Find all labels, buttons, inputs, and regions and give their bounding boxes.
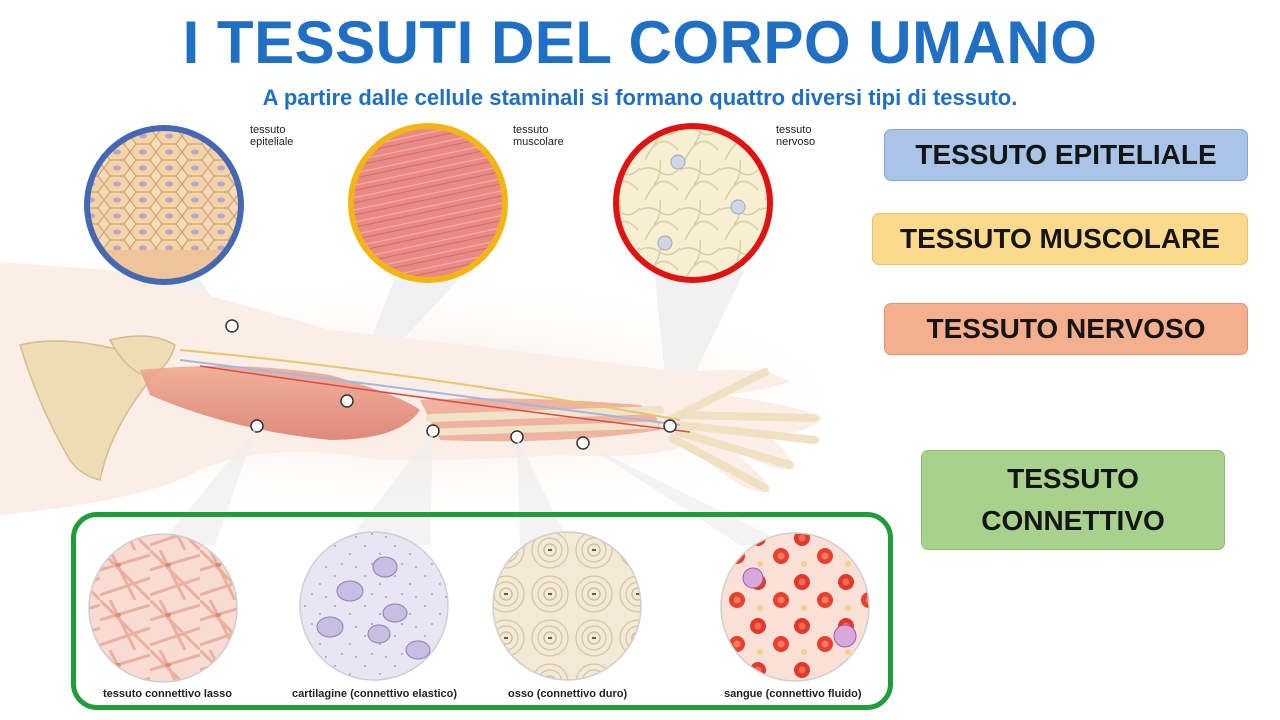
epithelial-caption: tessuto epiteliale [250, 124, 294, 148]
muscle-tissue-button[interactable]: TESSUTO MUSCOLARE [872, 213, 1248, 265]
cartilage-circle [299, 531, 449, 681]
epithelial-tissue-circle [84, 125, 244, 285]
connective-sample-label: osso (connettivo duro) [508, 688, 628, 700]
connective-sample-label: sangue (connettivo fluido) [724, 688, 862, 700]
connective-tissue-frame [71, 512, 893, 710]
muscle-caption: tessuto muscolare [513, 124, 564, 148]
nervous-tissue-button[interactable]: TESSUTO NERVOSO [884, 303, 1248, 355]
muscle-tissue-circle [348, 123, 508, 283]
connective-sample-label: cartilagine (connettivo elastico) [292, 688, 458, 700]
bone-circle [492, 531, 642, 681]
epithelial-tissue-button[interactable]: TESSUTO EPITELIALE [884, 129, 1248, 181]
blood-circle [720, 532, 870, 682]
page-subtitle: A partire dalle cellule staminali si for… [262, 85, 1018, 110]
nervous-tissue-circle [613, 123, 773, 283]
connective-sample-label: tessuto connettivo lasso [103, 688, 232, 700]
nervous-caption: tessuto nervoso [776, 124, 816, 148]
page-title: I TESSUTI DEL CORPO UMANO [182, 9, 1098, 76]
loose-connective-circle [88, 533, 238, 683]
connective-tissue-button[interactable]: TESSUTO CONNETTIVO [921, 450, 1225, 550]
